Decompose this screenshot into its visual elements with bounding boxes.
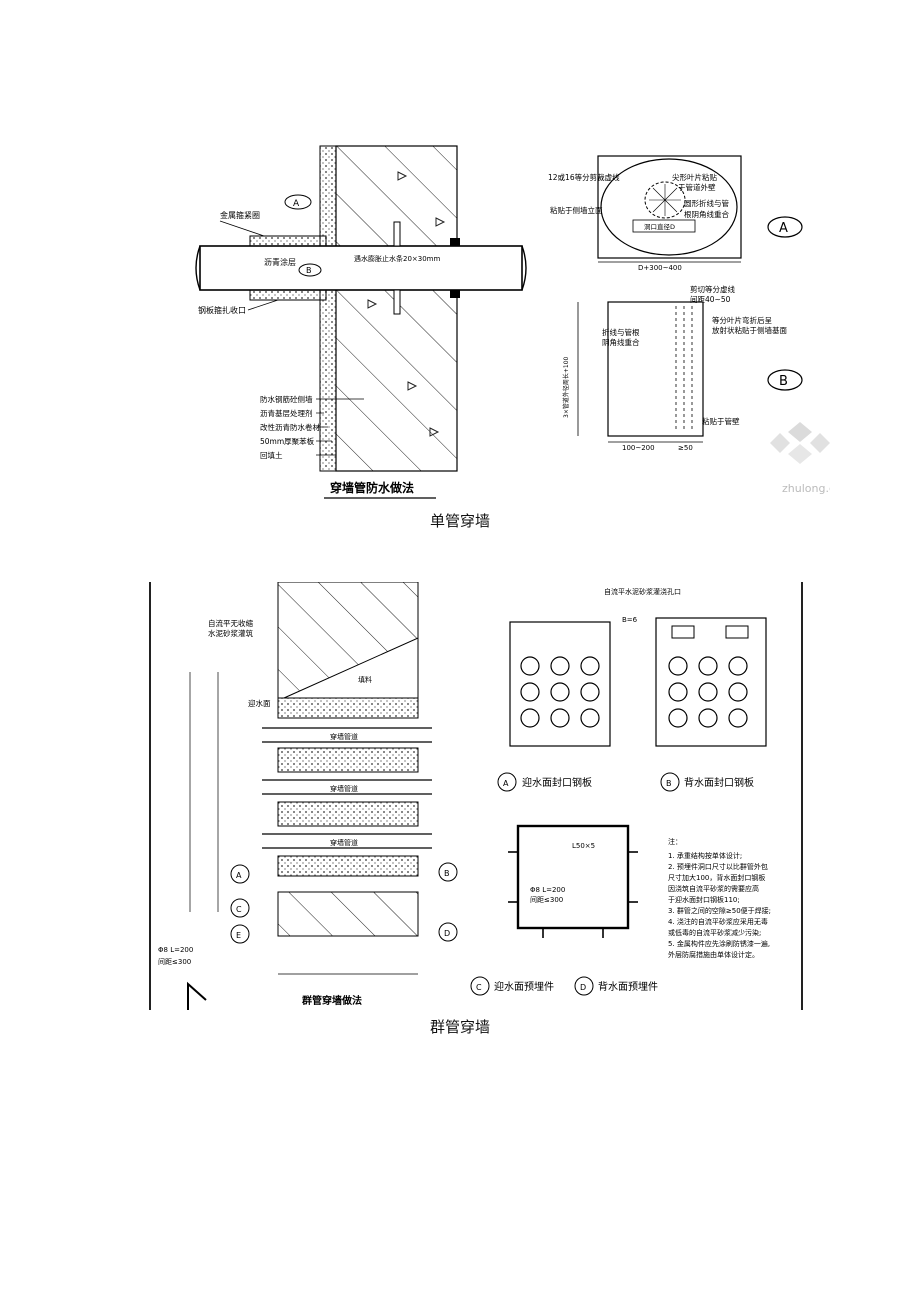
wall-layer-3: 改性沥青防水卷材 [260,422,320,432]
note-line-9: 5. 金属构件应先涂刷防锈漆一遍, [668,939,770,948]
detail-a-label-3: 于管道外壁 [678,182,716,192]
mark-b2: B [444,869,450,878]
note-line-10: 外层防腐措施由单体设计定。 [668,950,759,959]
rebar-label-2: 间距≤300 [530,896,563,904]
detail-a-mark: A [779,221,788,236]
detail-b-mark: B [779,374,788,389]
plate-a-holes [520,656,600,728]
label-mortar: 水泥砂浆灌筑 [208,628,253,638]
label-steel-clamp: 钢板箍扎收口 [198,305,246,315]
label-water-side: 迎水面 [248,698,271,708]
label-metal-hoop: 金属箍紧圈 [220,210,260,220]
rebar-label-left-2: 间距≤300 [158,958,191,966]
note-line-7: 4. 浇注的自流平砂浆应采用无毒 [668,917,768,926]
wall-layer-4: 50mm厚聚苯板 [260,436,315,446]
detail-a-label-1: 12或16等分剪裁虚线 [548,172,620,182]
embed-frame [516,824,630,930]
plate-b-label: 背水面封口钢板 [684,776,754,789]
rebar-label-left-1: Φ8 L=200 [158,946,193,954]
note-line-2: 2. 预埋件洞口尺寸以比群管外包 [668,862,768,871]
figure2-title: 群管穿墙做法 [302,994,362,1007]
embed-c-label: 迎水面预埋件 [494,981,554,993]
label-waterstop: 遇水膨胀止水条20×30mm [354,254,440,263]
mark-a: A [293,199,300,209]
embed-d-mark: D [580,983,586,992]
plate-a-label: 迎水面封口钢板 [522,776,592,789]
mark-e2: E [236,931,241,940]
embed-d-label: 背水面预埋件 [598,980,658,993]
figure1-title: 穿墙管防水做法 [330,480,414,495]
label-filler: 填料 [358,675,372,684]
detail-a-dim: D+300~400 [638,264,682,272]
b-note: B=6 [622,616,638,624]
note-line-1: 1. 承重结构按单体设计; [668,851,742,860]
detail-a-hole: 洞口直径D [644,222,675,231]
detail-b-vert: 3×管道外径周长+100 [562,356,570,418]
wall-layer-5: 回填土 [260,450,283,460]
note-line-3: 尺寸加大100，背水面封口钢板 [668,873,765,882]
plate-b-mark: B [666,779,672,788]
pipe-label-3: 穿墙管道 [330,838,358,847]
pipe-label-1: 穿墙管道 [330,732,358,741]
rebar-label-1: Φ8 L=200 [530,886,565,894]
figure2-caption: 群管穿墙 [429,1018,490,1036]
plate-b-holes [668,656,748,728]
mark-c2: C [236,905,242,914]
notes-title: 注： [668,837,682,846]
detail-b-dim-1: 100~200 [622,444,655,452]
embed-c-mark: C [476,983,482,992]
detail-a-label-4: 粘贴于侧墙立面 [550,205,603,215]
watermark-text: zhulong.c [782,482,830,495]
detail-a-label-6: 根阴角线重合 [684,209,729,219]
plate-a-mark: A [503,779,509,788]
notes-block: 注： 1. 承重结构按单体设计; 2. 预埋件洞口尺寸以比群管外包 尺寸加大10… [668,837,771,959]
note-line-6: 3. 群管之间的空隙≥50便于焊接; [668,906,771,915]
mark-d2: D [444,929,450,938]
pipe [199,245,523,291]
wall-layer-2: 沥青基层处理剂 [260,408,313,418]
watermark-logo [770,422,830,464]
detail-a-label-2: 尖形叶片粘贴 [672,172,717,182]
angle-label: L50×5 [572,842,595,850]
wall-layer-1: 防水钢筋砼侧墙 [260,394,313,404]
detail-b-box [607,301,704,437]
detail-b-label-2: 间距40~50 [690,295,731,304]
pipe-label-2: 穿墙管道 [330,784,358,793]
group-pipe-diagram: 填料 穿墙管道 穿墙管道 穿墙管道 自流平无收缩 水泥砂浆灌筑 迎水面 A C … [148,582,806,1010]
mark-a2: A [236,871,242,880]
detail-b-label-7: 粘贴于管壁 [702,416,740,426]
mark-b: B [306,266,312,275]
note-line-4: 因浇筑自流平砂浆的需要应高 [668,884,759,893]
note-line-5: 于迎水面封口钢板110; [668,895,740,904]
top-note: 自流平水泥砂浆灌浇孔口 [604,587,681,596]
detail-b-label-6: 阴角线重合 [602,337,640,347]
detail-a-label-5: 圆形折线与管 [684,198,729,208]
label-self-flow: 自流平无收缩 [208,618,253,628]
single-pipe-diagram: A B 金属箍紧圈 沥青涂层 遇水膨胀止水条20×30mm 钢板箍扎收口 防水钢… [168,122,830,505]
membrane-layer [319,145,337,472]
detail-b-label-1: 剪切等分虚线 [690,284,735,294]
figure1-caption: 单管穿墙 [429,512,490,530]
note-line-8: 或低毒的自流平砂浆减少污染; [668,928,761,937]
detail-b-label-3: 等分叶片弯折后呈 [712,315,772,325]
detail-b-label-4: 放射状粘贴于侧墙基面 [712,325,787,335]
label-asphalt: 沥青涂层 [264,257,296,267]
detail-b-label-5: 折线与管根 [602,327,640,337]
detail-b-dim-2: ≥50 [678,444,693,452]
